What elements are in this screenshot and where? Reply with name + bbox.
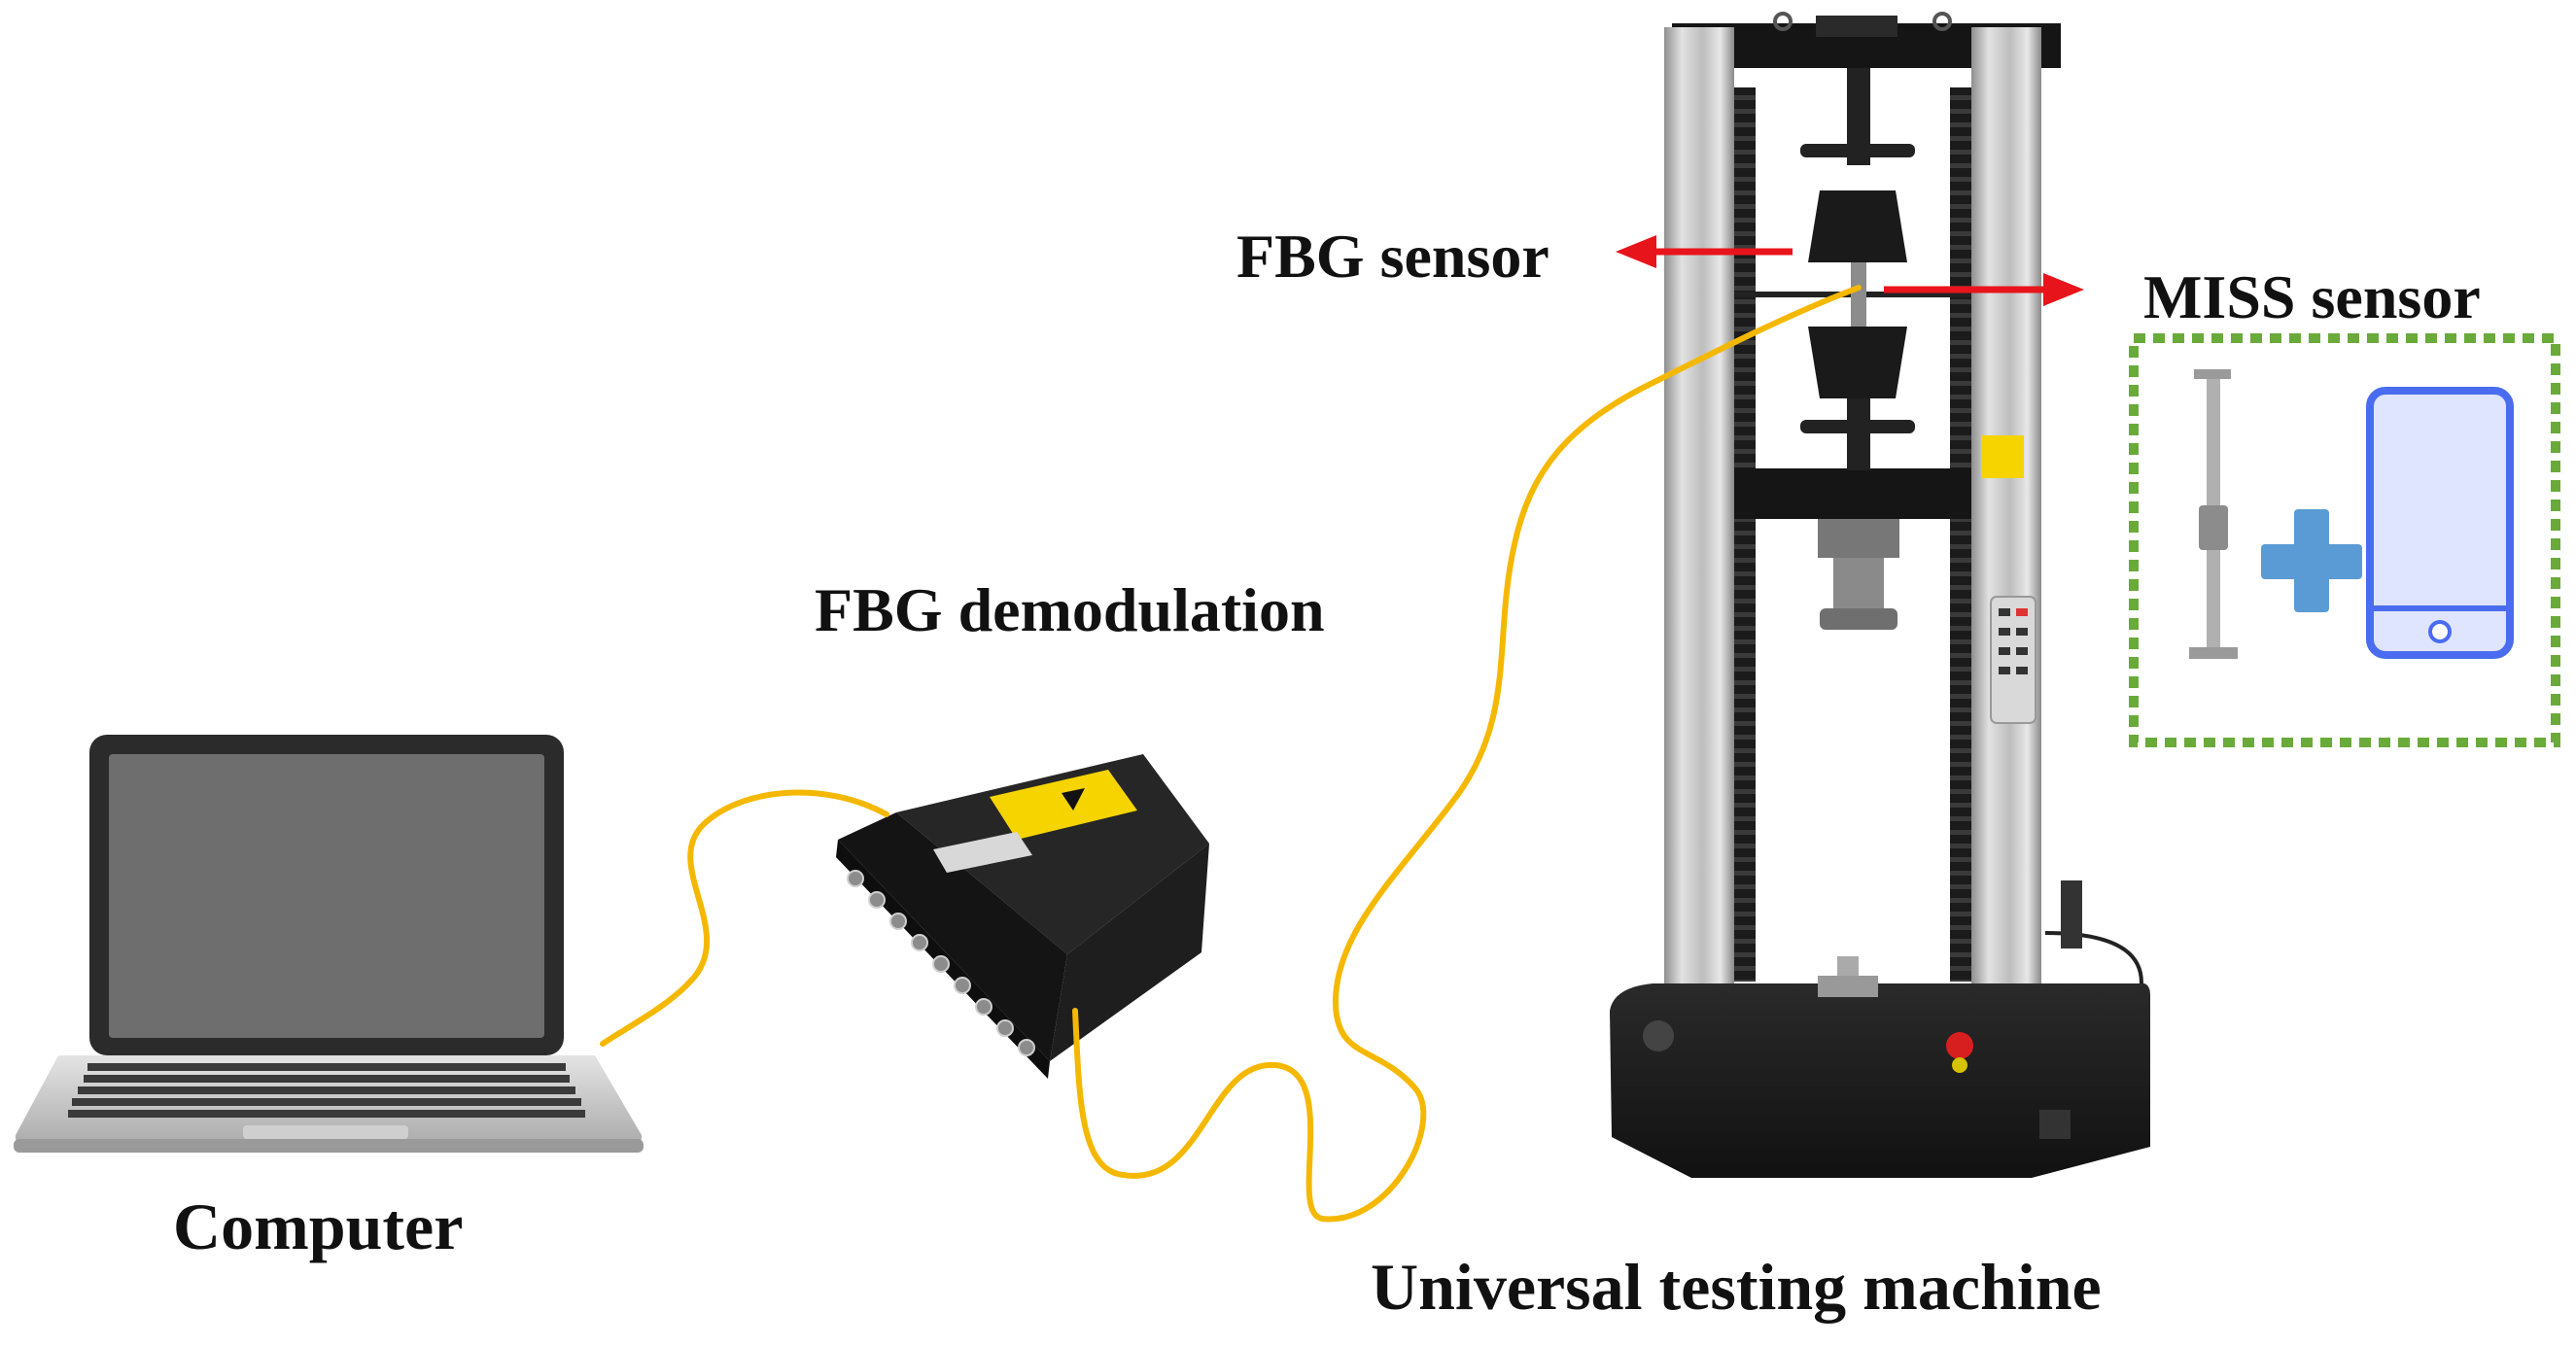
smartphone-icon [2366,387,2514,659]
laptop-image [14,735,644,1153]
red-arrow-right [1884,273,2084,306]
extensometer-sensor-image [2189,369,2238,659]
red-arrow-left [1616,235,1793,268]
miss-sensor-box [2129,333,2560,747]
machine-grips [1800,68,1915,630]
plus-icon [2261,509,2362,612]
computer-label: Computer [173,1190,464,1263]
laptop-keyboard [68,1063,585,1118]
testing-machine-image [1610,12,2150,1178]
fbg-demodulation-label: FBG demodulation [815,575,1325,644]
machine-remote-control [1990,596,2036,724]
miss-sensor-label: MISS sensor [2143,262,2481,331]
fiber-cables [600,285,1862,1223]
fbg-sensor-label: FBG sensor [1236,222,1549,291]
universal-testing-machine-label: Universal testing machine [1371,1250,2102,1324]
demodulator-ports [847,870,1035,1056]
demodulator-box-image [836,754,1209,1079]
